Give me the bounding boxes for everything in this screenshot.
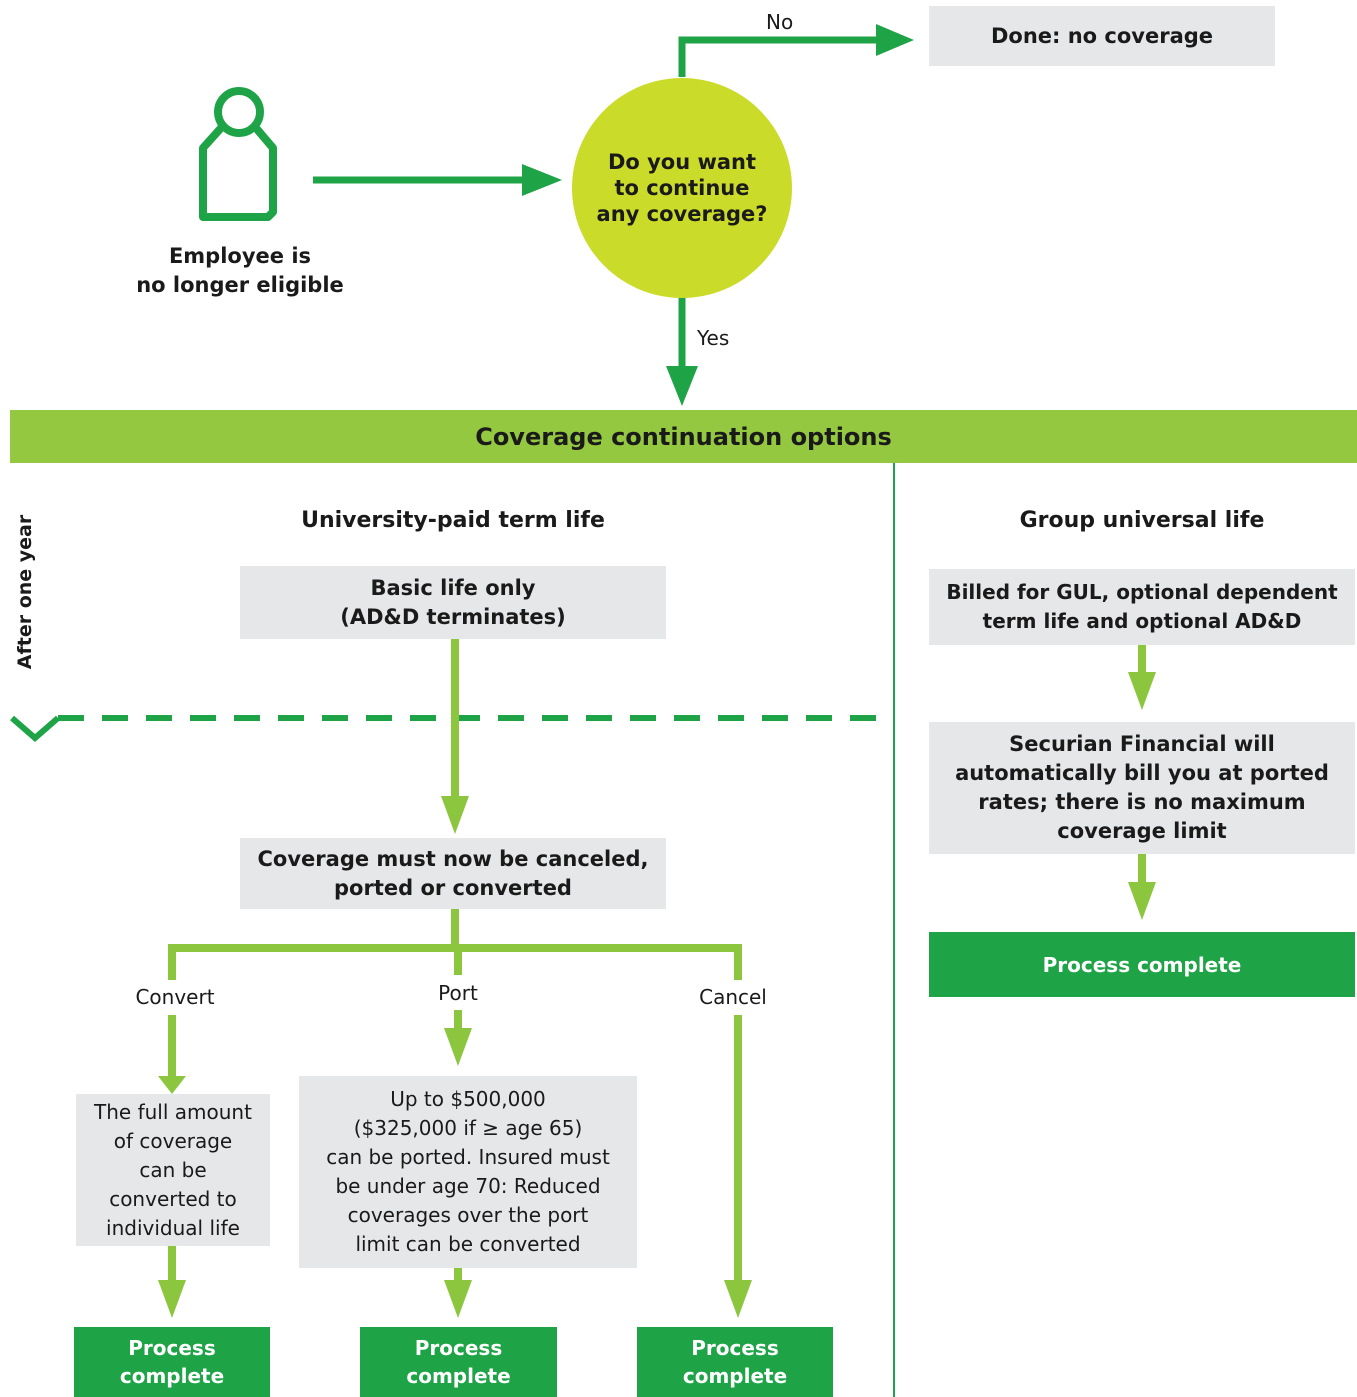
billed-gul-box: Billed for GUL, optional dependent term … [929, 569, 1355, 645]
arrow-securian-to-complete [1128, 854, 1156, 920]
decision-node: Do you want to continue any coverage? [572, 78, 792, 298]
arrow-convert-complete [158, 1246, 186, 1318]
must-cancel-port-convert-box: Coverage must now be canceled, ported or… [240, 838, 666, 909]
arrow-port [444, 1010, 472, 1066]
arrow-cancel [724, 1015, 752, 1318]
arrow-no [678, 24, 914, 77]
basic-life-box: Basic life only (AD&D terminates) [240, 566, 666, 639]
arrow-billed-to-securian [1128, 645, 1156, 710]
timeline-label: After one year [14, 514, 36, 670]
convert-process-complete: Process complete [74, 1327, 270, 1397]
yes-label: Yes [697, 326, 730, 350]
person-icon [199, 87, 277, 221]
convert-detail-box: The full amount of coverage can be conve… [76, 1094, 270, 1246]
decision-question: Do you want to continue any coverage? [596, 150, 768, 226]
start-label: Employee is no longer eligible [136, 244, 344, 297]
cancel-process-complete: Process complete [637, 1327, 833, 1397]
done-no-coverage-box: Done: no coverage [929, 6, 1275, 66]
port-process-complete: Process complete [360, 1327, 557, 1397]
arrow-yes [666, 297, 698, 406]
timeline-dashed-line [10, 715, 894, 742]
gul-process-complete: Process complete [929, 932, 1355, 997]
branch-connector [168, 909, 742, 980]
arrow-basic-to-must [441, 639, 469, 834]
arrow-to-decision [313, 164, 562, 196]
arrow-convert [158, 1015, 186, 1094]
coverage-options-banner: Coverage continuation options [10, 410, 1357, 463]
no-label: No [766, 10, 794, 34]
cancel-label: Cancel [699, 985, 767, 1009]
convert-label: Convert [135, 985, 215, 1009]
port-label: Port [438, 981, 478, 1005]
securian-box: Securian Financial will automatically bi… [929, 722, 1355, 854]
port-detail-box: Up to $500,000 ($325,000 if ≥ age 65) ca… [299, 1076, 637, 1268]
right-column-title: Group universal life [1019, 508, 1265, 533]
left-column-title: University-paid term life [301, 508, 605, 533]
arrow-port-complete [444, 1268, 472, 1318]
